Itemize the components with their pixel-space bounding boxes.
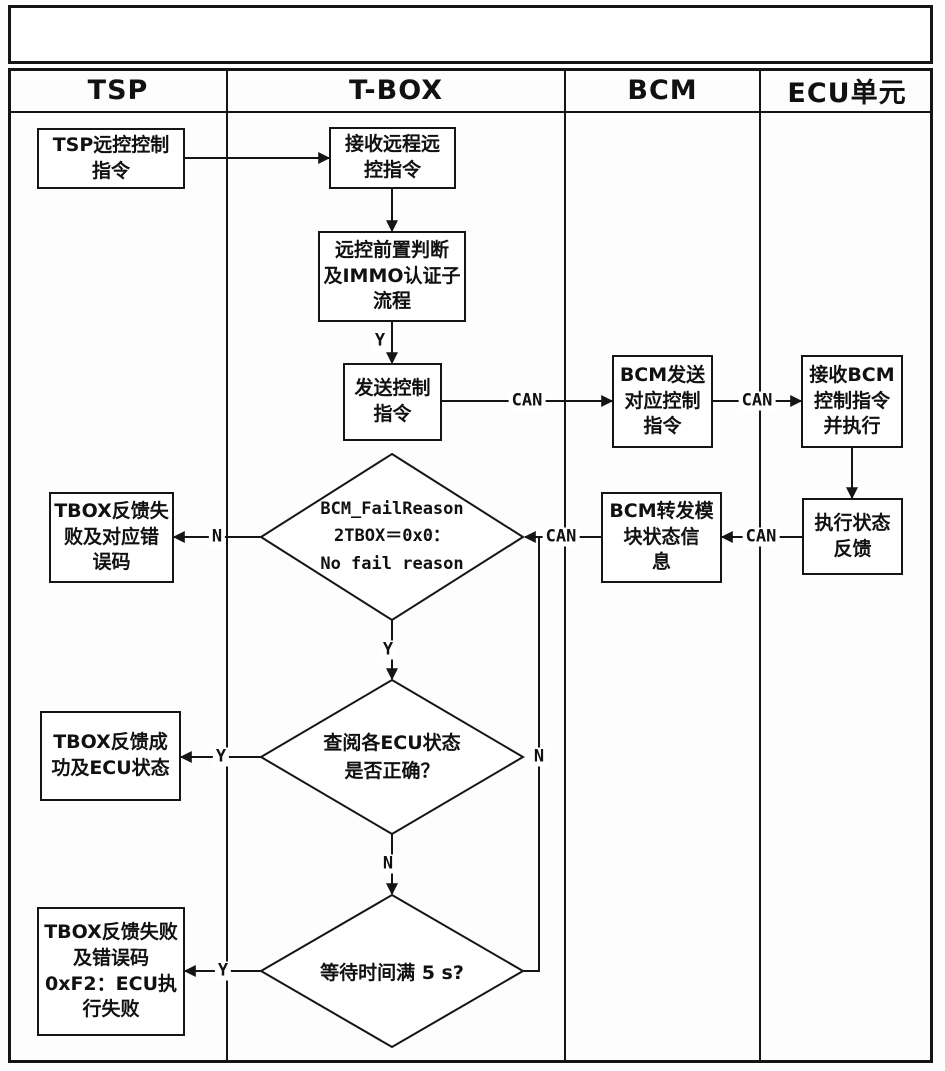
yes-label-wait-5s: Y <box>214 961 232 981</box>
can-label-tbox-to-bcm: CAN <box>508 391 546 411</box>
node-ecu-receive-execute: 接收BCM 控制指令 并执行 <box>801 355 903 448</box>
decision-text-ecu-ok: 查阅各ECU状态 是否正确？ <box>323 731 461 783</box>
can-label-bcm-to-ecu: CAN <box>738 391 776 411</box>
header-divider <box>8 111 933 113</box>
lane-header-ecu: ECU单元 <box>787 77 907 109</box>
no-label-failreason: N <box>208 527 226 547</box>
decision-text-failreason: BCM_FailReason 2TBOX＝0x0： No fail reason <box>320 499 464 574</box>
lane-header-tsp: TSP <box>87 74 149 106</box>
lane-header-bcm: BCM <box>627 74 698 106</box>
node-tbox-feedback-success: TBOX反馈成 功及ECU状态 <box>40 711 181 801</box>
lane-header-tbox: T-BOX <box>348 74 444 106</box>
swimlane-frame <box>8 68 933 1063</box>
decision-text-wait-5s: 等待时间满 5 s? <box>320 961 464 984</box>
no-label-wait-5s: N <box>530 747 548 767</box>
no-label-ecu-ok: N <box>379 854 397 874</box>
yes-label-ecu-ok: Y <box>212 747 230 767</box>
node-tsp-remote-command: TSP远控控制 指令 <box>37 128 185 189</box>
node-tbox-precheck-immo: 远控前置判断 及IMMO认证子 流程 <box>318 231 466 322</box>
node-tbox-send-control: 发送控制 指令 <box>343 363 442 441</box>
node-tbox-receive-command: 接收远程远 控指令 <box>329 127 456 189</box>
node-ecu-status-feedback: 执行状态 反馈 <box>802 498 903 575</box>
node-bcm-send-control: BCM发送 对应控制 指令 <box>612 355 713 448</box>
node-bcm-forward-status: BCM转发模 块状态信 息 <box>601 492 722 583</box>
title-bar <box>8 5 933 64</box>
lane-divider-tsp-tbox <box>226 68 228 1063</box>
lane-divider-bcm-ecu <box>759 68 761 1063</box>
node-tbox-feedback-fail-code: TBOX反馈失 败及对应错 误码 <box>49 492 174 583</box>
yes-label-precheck: Y <box>371 331 389 351</box>
can-label-ecu-to-bcm: CAN <box>742 527 780 547</box>
node-tbox-feedback-fail-0xf2: TBOX反馈失败 及错误码 0xF2：ECU执 行失败 <box>37 907 185 1036</box>
can-label-bcm-to-diamond: CAN <box>542 527 580 547</box>
yes-label-failreason: Y <box>379 640 397 660</box>
lane-divider-tbox-bcm <box>564 68 566 1063</box>
